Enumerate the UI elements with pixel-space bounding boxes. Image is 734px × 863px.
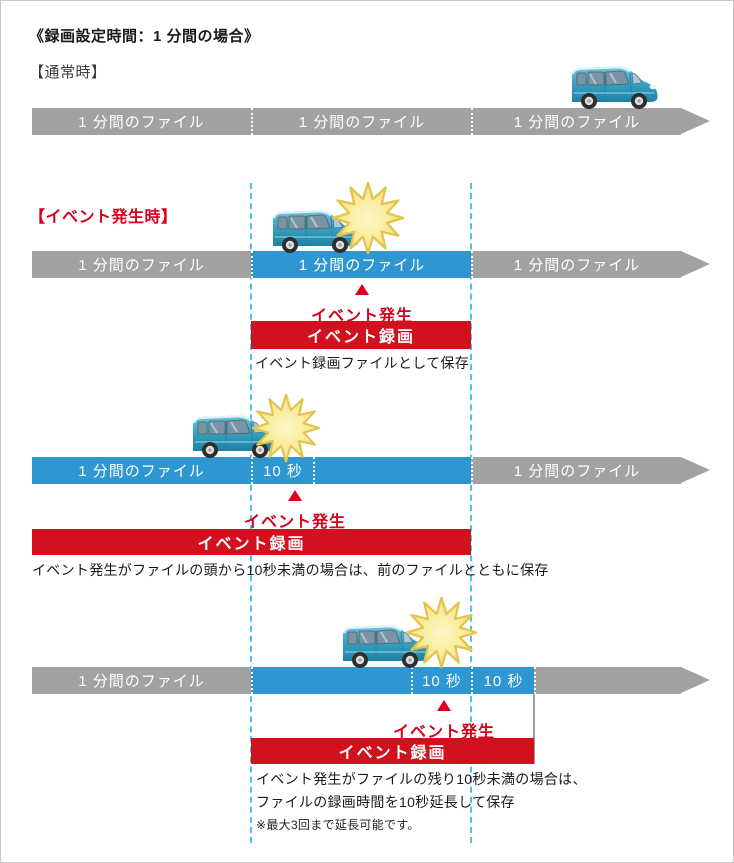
ten-sec-extension-segment: 10 秒 — [471, 667, 534, 694]
up-triangle-icon — [437, 700, 451, 711]
event-occurred-label: イベント発生 — [392, 724, 495, 741]
timeline-event-2: 1 分間のファイル 10 秒 1 分間のファイル — [32, 457, 681, 484]
event-occurred-marker: イベント発生 — [282, 282, 442, 326]
file-segment: 1 分間のファイル — [471, 251, 681, 278]
page-title: 《録画設定時間：1 分間の場合》 — [29, 28, 260, 45]
normal-section-heading: 【通常時】 — [29, 64, 107, 81]
event-file-segment — [251, 667, 411, 694]
car-icon — [566, 60, 662, 110]
event-file-segment — [313, 457, 471, 484]
event-recording-bar-3: イベント録画 — [251, 738, 534, 764]
ten-sec-segment: 10 秒 — [411, 667, 471, 694]
case3-caption-line1: イベント発生がファイルの残り10秒未満の場合は、 — [256, 771, 587, 787]
timeline-event-3: 1 分間のファイル 10 秒 10 秒 — [32, 667, 681, 694]
file-segment — [534, 667, 681, 694]
crash-starburst-icon — [331, 181, 405, 255]
file-segment: 1 分間のファイル — [471, 108, 681, 135]
timeline-arrow-icon — [681, 667, 710, 693]
timeline-normal: 1 分間のファイル 1 分間のファイル 1 分間のファイル — [32, 108, 681, 135]
event-occurred-label: イベント発生 — [310, 308, 413, 325]
event-section-heading: 【イベント発生時】 — [29, 209, 178, 226]
case1-caption: イベント録画ファイルとして保存 — [254, 355, 470, 371]
event-occurred-label: イベント発生 — [243, 514, 346, 531]
event-recording-bar-2: イベント録画 — [32, 529, 471, 555]
file-segment: 1 分間のファイル — [32, 251, 251, 278]
case3-note: ※最大3回まで延長可能です。 — [256, 818, 420, 832]
file-segment: 1 分間のファイル — [471, 457, 681, 484]
up-triangle-icon — [288, 490, 302, 501]
file-segment: 1 分間のファイル — [32, 108, 251, 135]
timeline-arrow-icon — [681, 108, 710, 134]
event-occurred-marker: イベント発生 — [215, 488, 375, 532]
event-recording-bar-1: イベント録画 — [251, 321, 471, 349]
crash-starburst-icon — [251, 393, 321, 463]
timeline-arrow-icon — [681, 251, 710, 277]
file-segment: 1 分間のファイル — [32, 667, 251, 694]
case2-caption: イベント発生がファイルの頭から10秒未満の場合は、前のファイルとともに保存 — [32, 562, 549, 578]
crash-starburst-icon — [405, 596, 478, 669]
up-triangle-icon — [355, 284, 369, 295]
case3-caption-line2: ファイルの録画時間を10秒延長して保存 — [256, 794, 515, 810]
guide-line-right — [470, 183, 472, 843]
event-file-segment: 1 分間のファイル — [251, 251, 471, 278]
file-segment: 1 分間のファイル — [251, 108, 471, 135]
guide-line-left — [250, 183, 252, 843]
timeline-event-1: 1 分間のファイル 1 分間のファイル 1 分間のファイル — [32, 251, 681, 278]
timeline-arrow-icon — [681, 457, 710, 483]
event-file-segment: 1 分間のファイル — [32, 457, 251, 484]
event-occurred-marker: イベント発生 — [364, 698, 524, 742]
extension-end-line — [533, 694, 535, 764]
ten-sec-segment: 10 秒 — [251, 457, 313, 484]
